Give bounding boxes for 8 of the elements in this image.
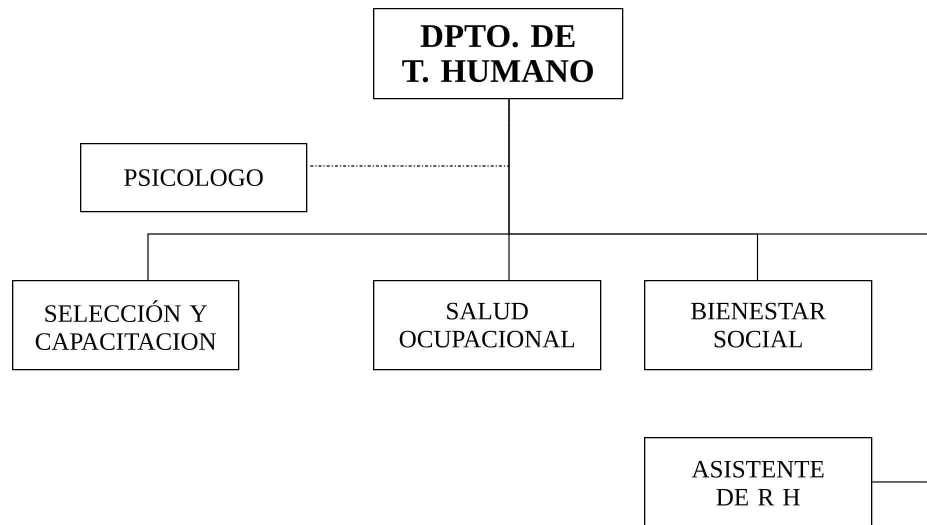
connector-line bbox=[872, 481, 927, 483]
unit-box: BIENESTAR SOCIAL bbox=[644, 280, 872, 370]
unit-box: SELECCIÓN Y CAPACITACION bbox=[12, 280, 240, 370]
unit-box: SALUD OCUPACIONAL bbox=[373, 280, 602, 370]
unit-box: PSICOLOGO bbox=[80, 143, 308, 212]
department-box: DPTO. DE T. HUMANO bbox=[373, 8, 624, 100]
unit-box: ASISTENTE DE R H bbox=[644, 437, 872, 525]
dash-dot-line bbox=[310, 99, 510, 167]
